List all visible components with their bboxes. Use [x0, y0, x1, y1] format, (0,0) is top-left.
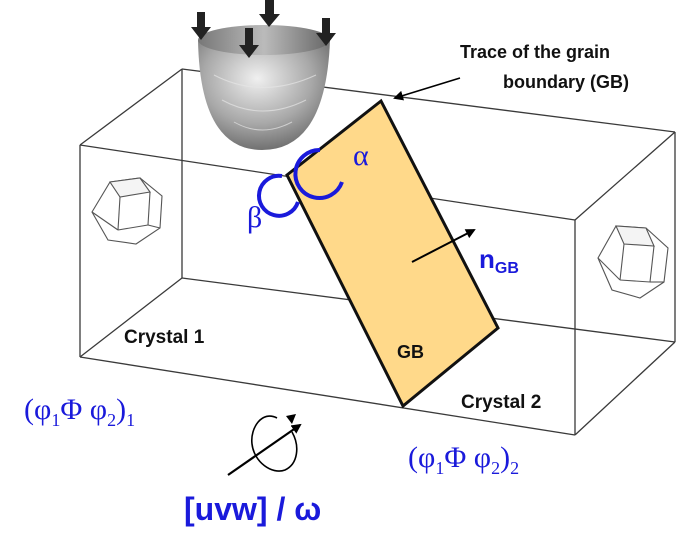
euler-1-sub1: 1 [51, 410, 60, 430]
grain-boundary-plane [285, 98, 500, 409]
euler-2-mid: Φ φ [444, 441, 491, 474]
euler-2-index: 2 [510, 458, 519, 478]
gb-normal-label: nGB [479, 244, 519, 277]
box-bottom-right-edge [574, 341, 676, 436]
crystal-1-label: Crystal 1 [124, 327, 205, 348]
annotation-pointer-arrow [393, 77, 461, 101]
gb-plane-label: GB [397, 342, 424, 362]
crystal-2-polyhedron-icon [597, 225, 669, 299]
load-arrow-icon [239, 28, 259, 58]
rotation-label: [uvw] / ω [184, 491, 321, 527]
indenter [198, 25, 330, 150]
euler-1-index: 1 [126, 410, 135, 430]
crystal-2-euler-angles: (φ1Φ φ2)2 [408, 441, 519, 478]
box-top-right-edge [574, 131, 676, 221]
indenter-body [198, 40, 330, 150]
gb-normal-subscript: GB [495, 260, 519, 277]
euler-2-open: (φ [408, 441, 435, 474]
gb-normal-base: n [479, 244, 495, 274]
rotation-axis-arrow [227, 423, 302, 476]
load-arrow-icon [316, 18, 336, 46]
euler-2-sub1: 1 [435, 458, 444, 478]
crystal-1-euler-angles: (φ1Φ φ2)1 [24, 393, 135, 430]
alpha-label: α [353, 139, 369, 172]
alpha-angle-arc [293, 147, 344, 200]
euler-1-sub2: 2 [107, 410, 116, 430]
box-top-left-edge [79, 68, 183, 146]
indenter-top-face [198, 25, 330, 55]
box-bottom-left-edge [79, 277, 183, 358]
annotation-label-line2: boundary (GB) [503, 72, 629, 92]
beta-angle-arc [257, 173, 300, 218]
euler-1-mid: Φ φ [60, 393, 107, 426]
annotation-label-line1: Trace of the grain [460, 42, 610, 62]
load-arrow-icon [191, 12, 211, 40]
euler-1-open: (φ [24, 393, 51, 426]
euler-2-sub2: 2 [491, 458, 500, 478]
crystal-1-polyhedron-icon [91, 177, 163, 245]
euler-2-close: ) [500, 441, 510, 474]
rotation-arrow-icon [251, 414, 298, 472]
gb-normal-arrow [411, 229, 476, 263]
box-front-bottom-edge [79, 356, 576, 436]
euler-1-close: ) [116, 393, 126, 426]
load-arrow-icon [259, 0, 280, 27]
crystal-2-label: Crystal 2 [461, 392, 541, 413]
load-arrows [191, 0, 336, 58]
beta-label: β [247, 201, 262, 234]
